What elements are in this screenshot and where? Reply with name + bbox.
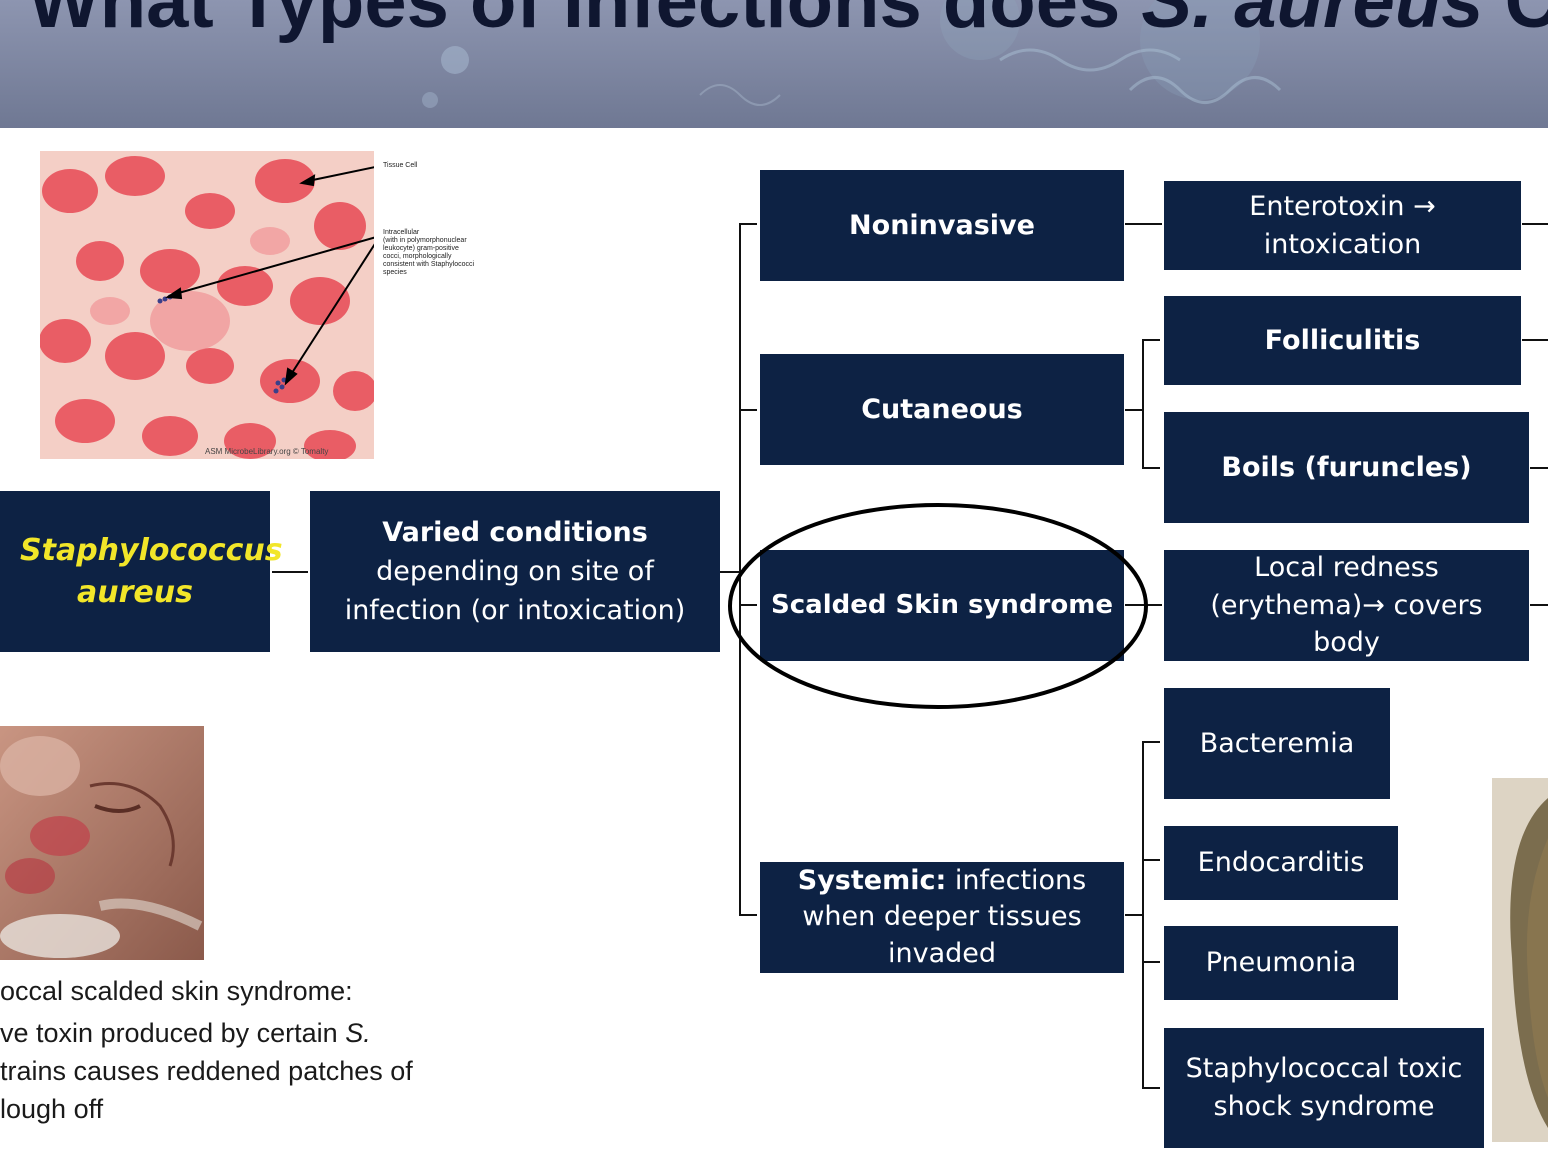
node-toxic-shock: Staphylococcal toxic shock syndrome	[1164, 1028, 1484, 1148]
node-scalded-skin: Scalded Skin syndrome	[760, 550, 1124, 661]
node-pneumonia: Pneumonia	[1164, 926, 1398, 1000]
scalded-skin-photo	[0, 726, 204, 960]
header-banner: What Types of Infections does S. aureus …	[0, 0, 1548, 128]
node-endocarditis: Endocarditis	[1164, 826, 1398, 900]
node-folliculitis: Folliculitis	[1164, 296, 1521, 385]
photo-head-partial	[1492, 778, 1548, 1142]
node-systemic: Systemic: infections when deeper tissues…	[760, 862, 1124, 973]
caption-line-3: trains causes reddened patches of	[0, 1056, 413, 1086]
scalded-skin-caption: occal scalded skin syndrome: ve toxin pr…	[0, 972, 520, 1128]
node-boils: Boils (furuncles)	[1164, 412, 1529, 523]
photo-skin-face	[0, 726, 204, 960]
node-noninvasive: Noninvasive	[760, 170, 1124, 281]
node-cutaneous: Cutaneous	[760, 354, 1124, 465]
micrograph-cells	[40, 151, 374, 459]
caption-line-1: occal scalded skin syndrome:	[0, 976, 353, 1006]
node-bacteremia: Bacteremia	[1164, 688, 1390, 799]
node-root: Staphylococcus aureus	[0, 491, 283, 652]
micrograph-label-intracellular: Intracellular (with in polymorphonuclear…	[383, 229, 475, 277]
caption-line-2: ve toxin produced by certain S.	[0, 1018, 371, 1048]
caption-line-4: lough off	[0, 1094, 104, 1124]
node-enterotoxin: Enterotoxin → intoxication	[1164, 181, 1521, 270]
node-varied-conditions: Varied conditions depending on site of i…	[310, 491, 720, 652]
micrograph-label-tissue-outside: Tissue Cell	[383, 162, 418, 169]
gram-stain-micrograph: Tissue Cell ASM MicrobeLibrary.org © Tom…	[40, 151, 374, 459]
node-local-redness: Local redness (erythema)→ covers body	[1164, 550, 1529, 661]
toxic-shock-photo	[1492, 778, 1548, 1142]
page-title: What Types of Infections does S. aureus …	[28, 0, 1548, 44]
bacteria-background	[422, 0, 1282, 108]
micrograph-credit: ASM MicrobeLibrary.org © Tomalty	[205, 447, 329, 456]
